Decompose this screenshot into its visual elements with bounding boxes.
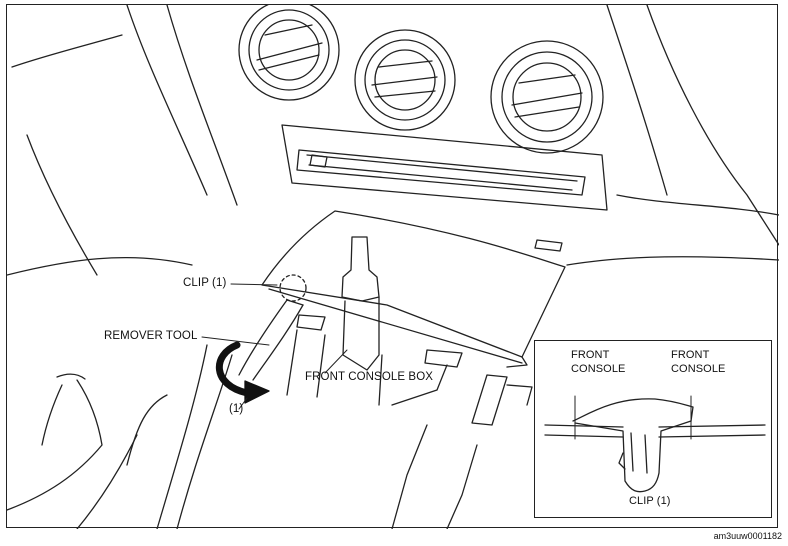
figure-id: am3uuw0001182 bbox=[713, 531, 782, 541]
left-air-vent-icon bbox=[238, 5, 340, 101]
clip-detail-drawing bbox=[544, 395, 766, 493]
center-air-vent-icon bbox=[354, 29, 456, 131]
right-air-vent-icon bbox=[490, 40, 604, 154]
inset-left-label-line1: FRONT bbox=[571, 349, 610, 361]
clip-detail-inset: FRONT CONSOLE FRONT CONSOLE CLIP (1) bbox=[534, 340, 772, 518]
console-line-drawing bbox=[7, 5, 779, 529]
front-console-box-label: FRONT CONSOLE BOX bbox=[305, 371, 434, 383]
inset-clip-caption: CLIP (1) bbox=[629, 495, 671, 507]
illustration-frame: CLIP (1) REMOVER TOOL FRONT CONSOLE BOX … bbox=[6, 4, 779, 529]
remover-tool-label: REMOVER TOOL bbox=[104, 330, 198, 342]
inset-right-label-line1: FRONT bbox=[671, 349, 710, 361]
inset-left-label-line2: CONSOLE bbox=[571, 363, 626, 375]
step-number-label: (1) bbox=[229, 403, 244, 415]
clip-label: CLIP (1) bbox=[183, 277, 227, 289]
inset-right-label-line2: CONSOLE bbox=[671, 363, 726, 375]
